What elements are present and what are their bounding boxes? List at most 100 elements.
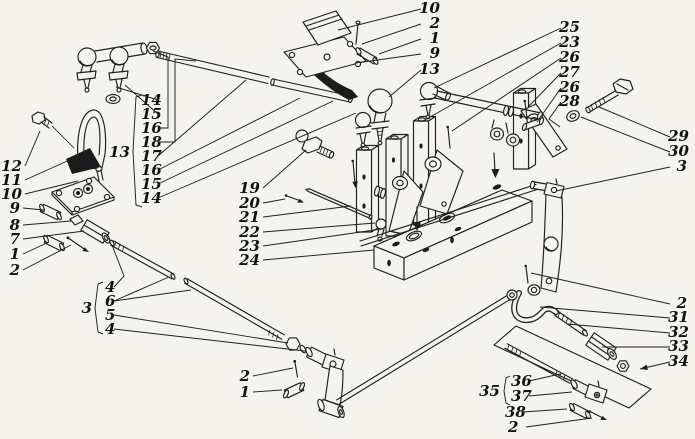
callout-leader-g3-4a xyxy=(111,244,125,288)
callout-left-1: 1 xyxy=(10,245,20,263)
turnbuckle-and-lower-rods xyxy=(69,214,345,419)
callout-leader-g35-37 xyxy=(528,391,573,397)
callout-re-34: 34 xyxy=(668,352,689,370)
callout-c-24: 24 xyxy=(238,251,260,269)
callout-ru-23: 23 xyxy=(558,33,580,51)
callout-c-21: 21 xyxy=(238,208,260,226)
leader-arrowhead xyxy=(640,364,648,371)
callout-leader-g13-14b xyxy=(157,112,357,199)
callout-re-30: 30 xyxy=(668,142,689,160)
callout-bc-2: 2 xyxy=(239,367,250,385)
callout-top-10: 10 xyxy=(419,0,440,17)
callout-leader-left-1 xyxy=(22,241,50,255)
callout-leader-g13-18 xyxy=(158,58,197,143)
callout-leader-c-19 xyxy=(262,149,307,189)
callout-left-10: 10 xyxy=(1,185,22,203)
callout-ru-28: 28 xyxy=(558,92,580,110)
callout-leader-top-2 xyxy=(361,23,422,45)
callout-ru-26a: 26 xyxy=(558,48,580,66)
bracket-group-35 xyxy=(503,375,511,406)
callout-top-9: 9 xyxy=(430,44,441,62)
callout-leader-re-31 xyxy=(539,306,671,319)
callout-c-19: 19 xyxy=(239,179,260,197)
left-bracket-plate-assembly xyxy=(31,109,115,252)
callout-g13-16a: 16 xyxy=(141,119,162,137)
callout-leader-left-10 xyxy=(24,180,79,195)
callout-leader-g13-16b xyxy=(157,97,301,171)
clevis-rod-right-lever xyxy=(359,178,565,293)
callout-leader-ru-26a xyxy=(451,57,562,132)
callout-left-8: 8 xyxy=(10,216,21,234)
callout-c-20: 20 xyxy=(238,194,260,212)
callout-leader-bc-1 xyxy=(252,389,283,393)
callout-g13-18: 18 xyxy=(141,133,162,151)
callout-leader-g13-14a xyxy=(115,86,159,101)
callout-c-22: 22 xyxy=(238,223,260,241)
long-rod-bottom xyxy=(336,289,518,405)
callout-leader-g3-6 xyxy=(113,289,192,302)
adjuster-rod-assembly-35 xyxy=(493,325,652,420)
callout-g3-6: 6 xyxy=(105,292,116,310)
callout-g13-15b: 15 xyxy=(141,175,162,193)
tie-rod-left xyxy=(155,50,353,104)
callout-leader-re-2 xyxy=(530,272,671,305)
callout-top-13: 13 xyxy=(419,60,440,78)
callout-leader-ru-23 xyxy=(422,42,562,122)
callout-left-9: 9 xyxy=(10,199,21,217)
callout-re-31: 31 xyxy=(668,308,689,326)
callout-leader-top-10 xyxy=(337,8,422,31)
callout-leader-left-8 xyxy=(22,220,72,226)
callout-g13-15a: 15 xyxy=(141,105,162,123)
callout-leader-ru-27 xyxy=(528,72,562,107)
callout-g13-14b: 14 xyxy=(141,189,162,207)
callout-leader-br-38 xyxy=(522,408,568,413)
callout-g13-17: 17 xyxy=(141,147,162,165)
callout-ru-27: 27 xyxy=(558,63,580,81)
callout-leader-left-2 xyxy=(22,244,72,271)
callout-leader-g3-5 xyxy=(113,314,289,344)
bracket-label-group-35: 35 xyxy=(479,382,500,400)
callout-g3-5: 5 xyxy=(105,306,115,324)
callout-ru-25: 25 xyxy=(558,18,580,36)
bolt-29-washer-30 xyxy=(566,78,634,122)
callout-re-3: 3 xyxy=(677,157,687,175)
callout-g35-36: 36 xyxy=(511,372,532,390)
callout-leader-g13-17 xyxy=(157,79,247,157)
right-rod-assembly xyxy=(434,90,545,149)
bracket-group-3 xyxy=(94,281,104,335)
callout-leader-left-11 xyxy=(24,157,75,181)
callout-c-23: 23 xyxy=(238,237,260,255)
callout-leader-c-24 xyxy=(262,249,375,261)
callout-leader-g13-15a xyxy=(124,84,159,115)
callout-left-7: 7 xyxy=(10,230,21,248)
callout-left-12: 12 xyxy=(1,157,22,175)
callout-leader-re-3 xyxy=(555,166,671,192)
center-ball-joint-cluster xyxy=(354,81,452,148)
callout-re-2: 2 xyxy=(676,294,687,312)
callout-leader-c-20 xyxy=(262,198,286,204)
callout-left-2: 2 xyxy=(9,261,20,279)
callout-leader-c-23 xyxy=(262,228,383,247)
callout-br-2: 2 xyxy=(507,418,518,436)
callout-bc-1: 1 xyxy=(240,383,250,401)
bracket-label-group-3: 3 xyxy=(82,299,92,317)
callout-leader-br-2 xyxy=(525,417,593,428)
callout-leader-left-7 xyxy=(22,230,85,240)
callout-leader-g35-36 xyxy=(528,373,561,382)
bracket-group-13 xyxy=(132,94,143,208)
callout-leader-left-12 xyxy=(24,130,41,167)
callout-g35-37: 37 xyxy=(511,387,532,405)
callout-top-1: 1 xyxy=(430,29,440,47)
callout-br-38: 38 xyxy=(505,403,526,421)
callout-leader-c-21 xyxy=(262,205,352,218)
callout-leader-g3-6 xyxy=(113,276,170,302)
callout-leader-ru-26b xyxy=(536,87,562,123)
callout-top-2: 2 xyxy=(429,14,440,32)
left-ball-joint-cluster xyxy=(76,41,161,105)
callout-re-33: 33 xyxy=(668,337,689,355)
callout-leader-g3-4b xyxy=(113,328,306,352)
callout-leader-ru-25 xyxy=(433,27,562,89)
